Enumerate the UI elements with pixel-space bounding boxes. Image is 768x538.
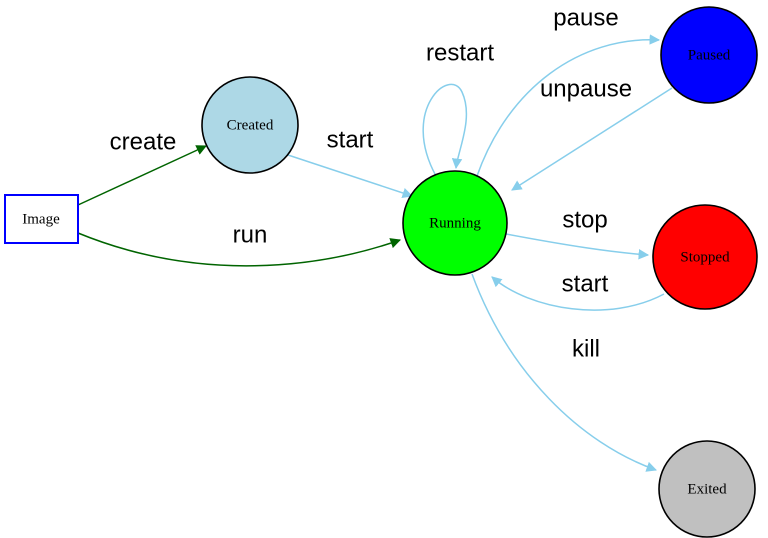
- edge-start-created-label: start: [327, 126, 374, 153]
- node-exited-shape: [658, 440, 756, 538]
- node-image-shape: [4, 194, 79, 244]
- edge-start-stopped-label: start: [562, 270, 609, 297]
- edges-layer: create run start restart pause: [77, 4, 673, 472]
- node-stopped[interactable]: Stopped: [652, 204, 758, 310]
- edge-unpause[interactable]: unpause: [511, 75, 673, 191]
- node-image[interactable]: Image: [4, 194, 79, 244]
- edge-create[interactable]: create: [77, 128, 207, 206]
- edge-restart-path: [422, 83, 468, 177]
- edge-start-stopped-path: [491, 276, 665, 311]
- edge-start-created[interactable]: start: [287, 126, 413, 199]
- edge-pause-path: [476, 34, 661, 177]
- edge-stop[interactable]: stop: [505, 206, 650, 260]
- node-paused[interactable]: Paused: [660, 6, 758, 104]
- node-paused-shape: [660, 6, 758, 104]
- node-created-shape: [201, 76, 299, 174]
- edge-pause[interactable]: pause: [476, 4, 661, 177]
- node-created[interactable]: Created: [201, 76, 299, 174]
- edge-unpause-label: unpause: [540, 75, 632, 102]
- edge-run-label: run: [233, 221, 268, 248]
- edge-run[interactable]: run: [77, 221, 401, 267]
- node-exited[interactable]: Exited: [658, 440, 756, 538]
- edge-stop-label: stop: [562, 206, 607, 233]
- edge-restart-label: restart: [426, 39, 494, 66]
- edge-kill[interactable]: kill: [471, 273, 657, 472]
- node-stopped-shape: [652, 204, 758, 310]
- edge-stop-path: [505, 233, 650, 260]
- node-running[interactable]: Running: [402, 170, 508, 276]
- edge-unpause-path: [511, 87, 673, 191]
- nodes-layer: Image Created Running Paused Stopped: [4, 6, 758, 538]
- edge-create-label: create: [110, 128, 177, 155]
- edge-start-created-path: [287, 154, 413, 199]
- edge-start-stopped[interactable]: start: [491, 270, 665, 311]
- edge-kill-path: [471, 273, 657, 472]
- edge-restart[interactable]: restart: [422, 39, 494, 177]
- node-running-shape: [402, 170, 508, 276]
- edge-run-path: [77, 232, 401, 267]
- edge-create-path: [77, 145, 207, 206]
- edge-pause-label: pause: [553, 4, 618, 31]
- edge-kill-label: kill: [572, 335, 600, 362]
